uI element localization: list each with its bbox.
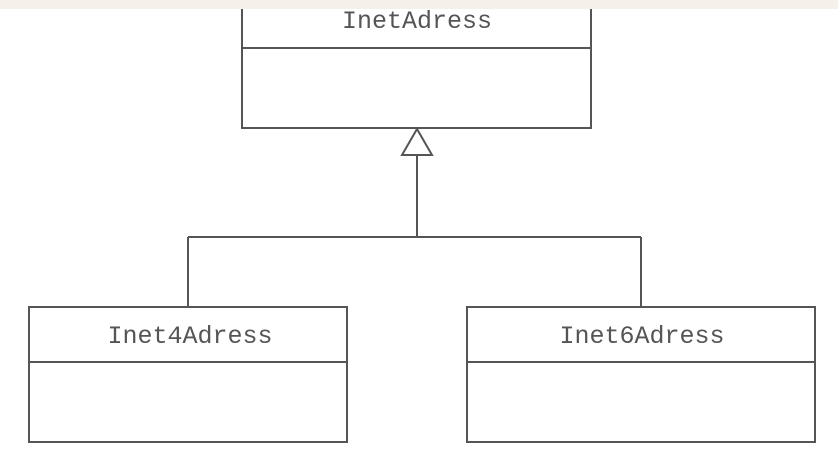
child-class-name: Inet4Adress [107, 322, 272, 351]
child-class-box-inet6: Inet6Adress [466, 306, 816, 443]
inheritance-connector [187, 126, 642, 307]
child-class-box-inet4: Inet4Adress [28, 306, 348, 443]
parent-class-name: InetAdress [342, 7, 492, 36]
child-class-name: Inet6Adress [559, 322, 724, 351]
child-class-frame [28, 306, 348, 443]
inheritance-arrow-icon [400, 126, 434, 156]
child-class-frame [466, 306, 816, 443]
parent-class-box: InetAdress [241, 0, 592, 129]
top-strip [0, 0, 838, 9]
